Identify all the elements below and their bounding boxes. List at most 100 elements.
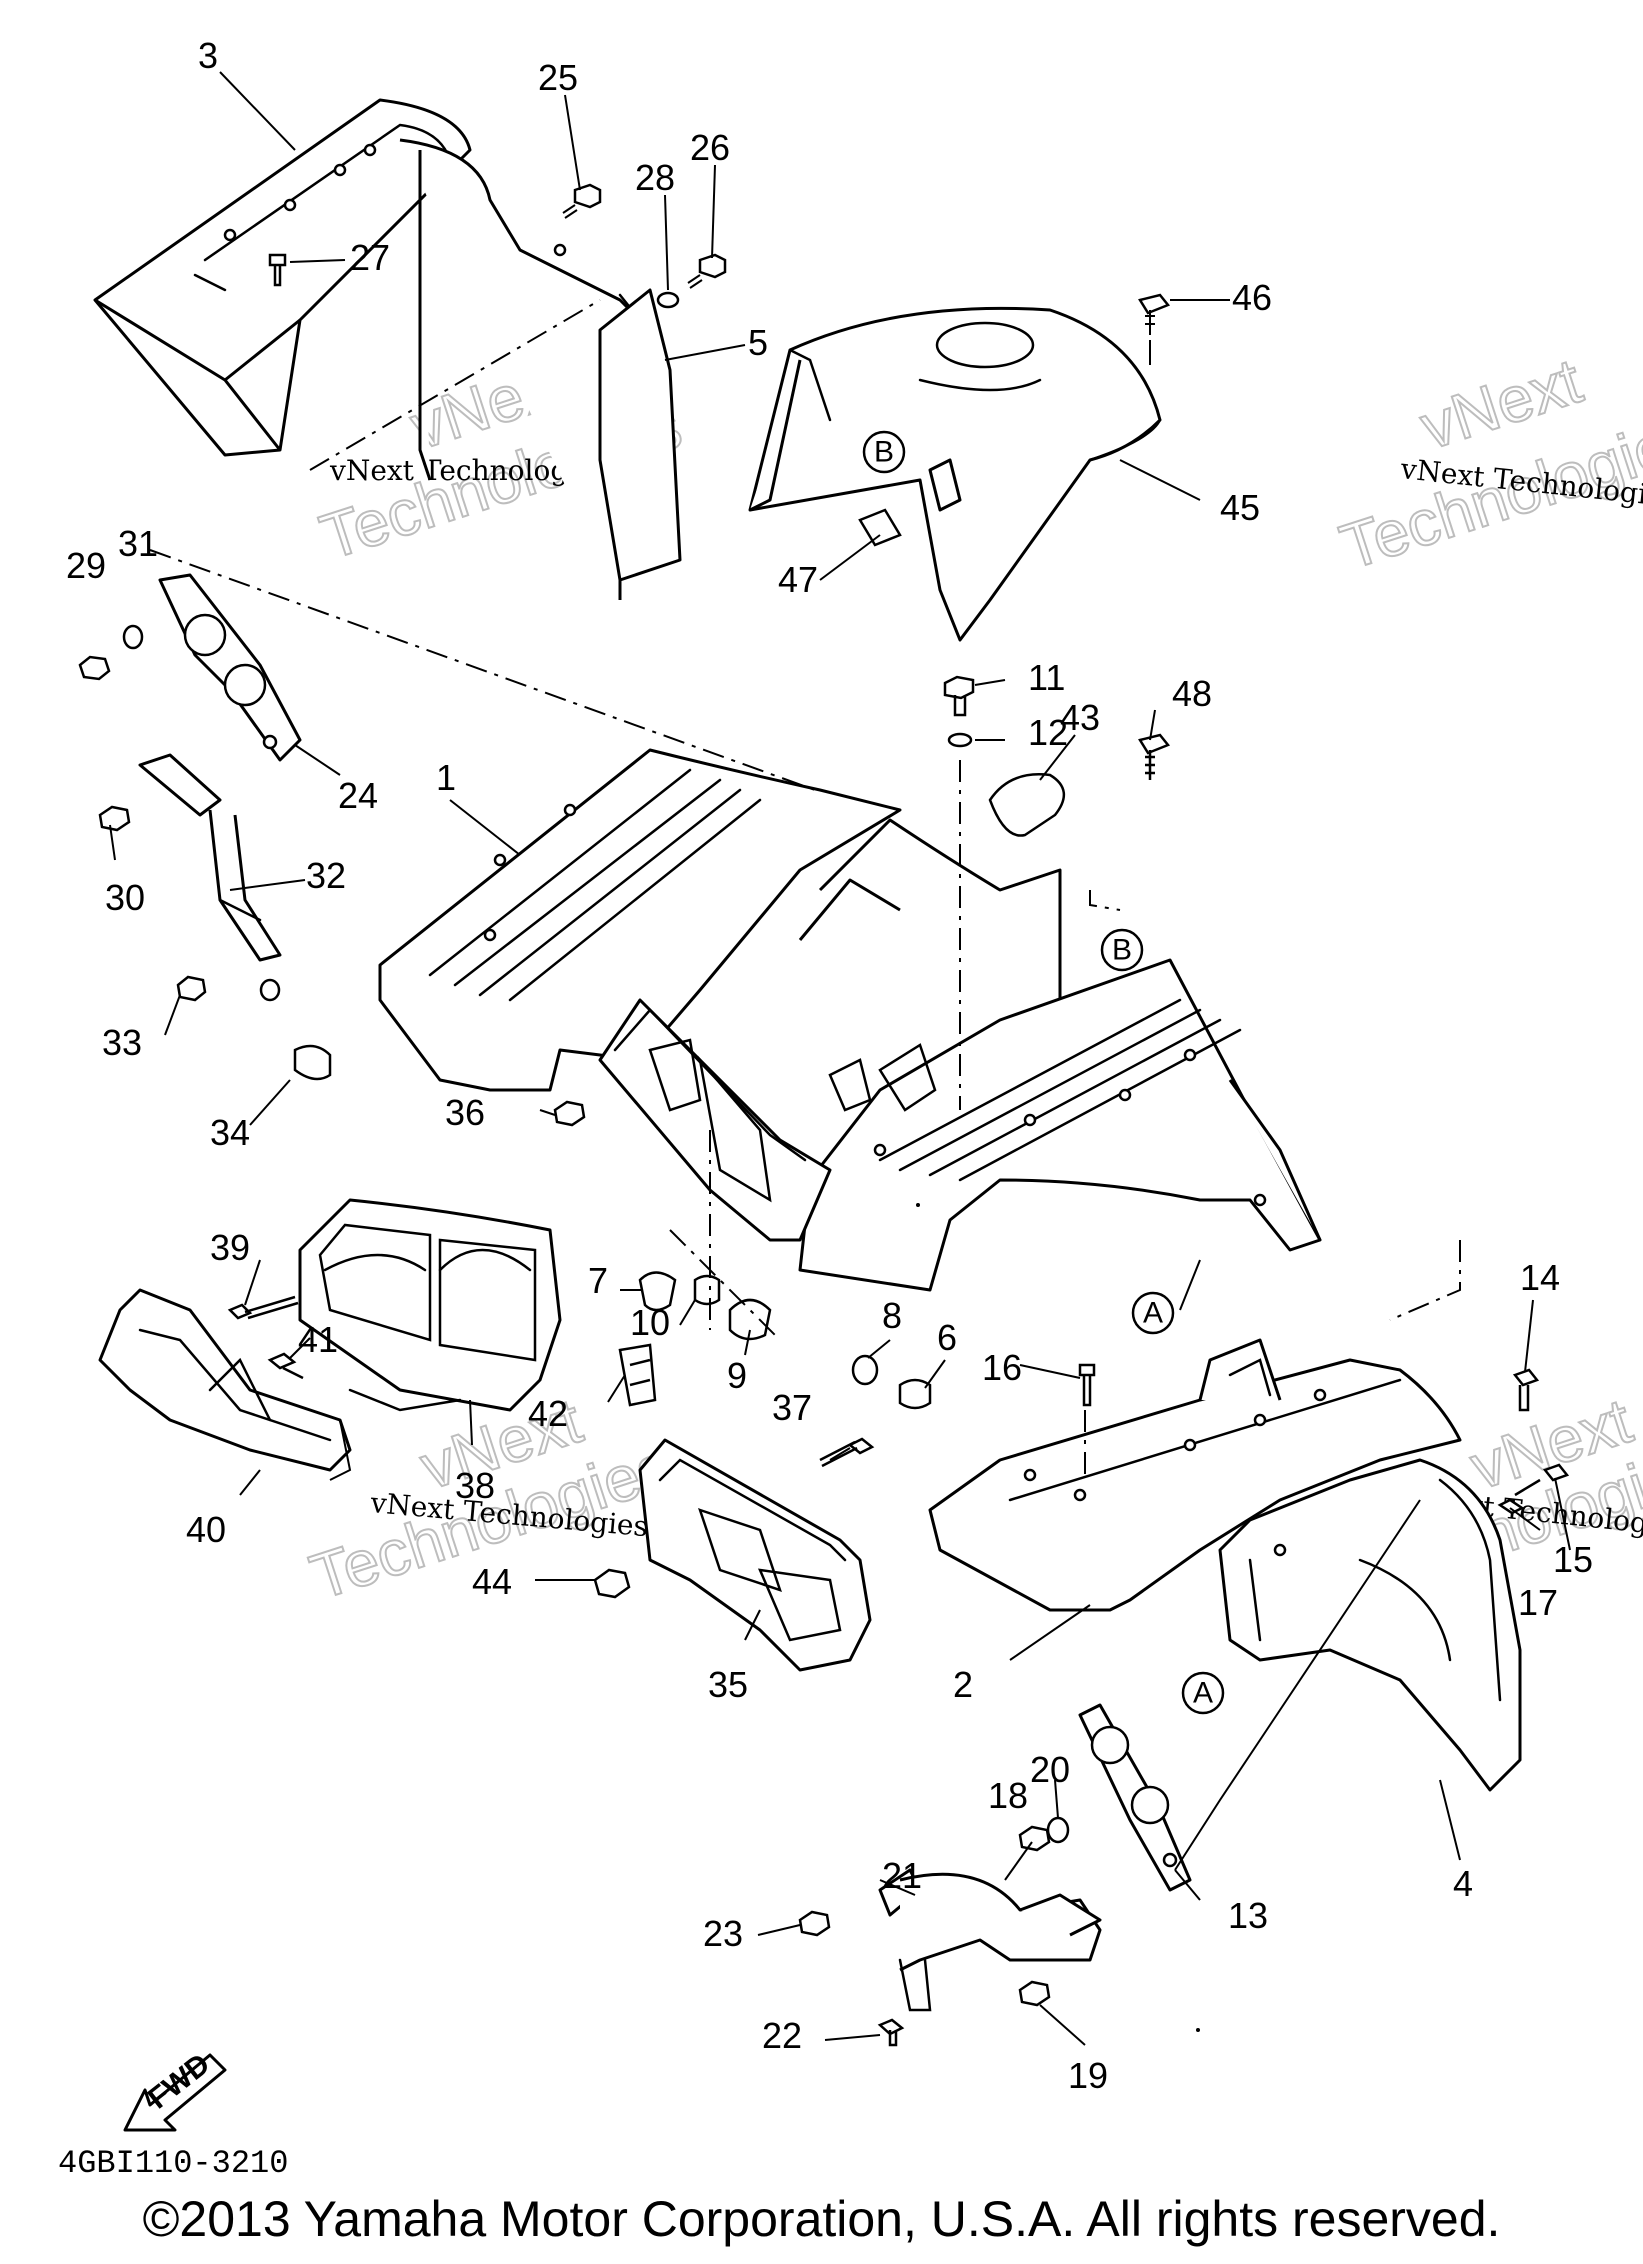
label-part-3: 3: [198, 35, 218, 76]
ref-marker-a-low: A: [1181, 1671, 1225, 1715]
label-part-45: 45: [1220, 487, 1260, 528]
part-44-nut: [593, 1568, 631, 1599]
part-34-cap: [293, 1044, 332, 1081]
part-3-rear-cover: [93, 98, 682, 600]
part-4-right-inner-fender: [1218, 1458, 1522, 1792]
label-part-42: 42: [528, 1393, 568, 1434]
part-9-grommet: [728, 1298, 772, 1341]
label-part-9: 9: [727, 1355, 747, 1396]
part-33-nut: [176, 975, 207, 1002]
diagram-code: 4GBI110-3210: [58, 2145, 288, 2182]
part-43-pad: [988, 773, 1065, 837]
label-part-10: 10: [630, 1302, 670, 1343]
label-part-21: 21: [882, 1855, 922, 1896]
label-part-37: 37: [772, 1387, 812, 1428]
copyright-notice: ©2013 Yamaha Motor Corporation, U.S.A. A…: [142, 2191, 1501, 2247]
label-part-2: 2: [953, 1664, 973, 1705]
part-11-bolt: [943, 675, 975, 717]
label-part-11: 11: [1028, 657, 1065, 698]
label-part-30: 30: [105, 877, 145, 918]
part-31-washer: [122, 624, 144, 650]
part-21-stay: [878, 1868, 1102, 2012]
label-part-16: 16: [982, 1347, 1022, 1388]
label-part-43: 43: [1060, 697, 1100, 738]
part-47-clip: [858, 508, 902, 547]
part-45-top-cover: [748, 306, 1162, 642]
part-42-bracket: [618, 1343, 657, 1407]
label-part-48: 48: [1172, 673, 1212, 714]
label-part-20: 20: [1030, 1749, 1070, 1790]
part-15-screw: [1514, 1463, 1570, 1497]
stray-dot: [916, 1203, 920, 1207]
label-part-40: 40: [186, 1509, 226, 1550]
part-20-washer: [1046, 1816, 1070, 1844]
stray-dot: [1196, 2028, 1200, 2032]
part-numbers: 3 25 26 28 27 5 46 45 47 29 31 11 12 43 …: [66, 35, 1593, 2096]
part-32-stay: [138, 753, 282, 1002]
part-17-clip: [1497, 1498, 1525, 1515]
part-7-collar: [638, 1271, 677, 1312]
label-part-1: 1: [436, 757, 456, 798]
label-part-19: 19: [1068, 2055, 1108, 2096]
part-35-lower-housing: [638, 1438, 872, 1672]
part-12-washer: [947, 732, 973, 748]
part-23-nut: [798, 1910, 831, 1937]
part-35-headlight-housing: [598, 998, 832, 1242]
svg-text:A: A: [1143, 1297, 1163, 1330]
part-13-right-bracket: [1078, 1703, 1192, 1892]
label-part-4: 4: [1453, 1863, 1473, 1904]
part-38-bezel: [298, 1198, 562, 1412]
part-39-bolt: [227, 1295, 299, 1320]
label-part-25: 25: [538, 57, 578, 98]
part-2-right-fender: [928, 1338, 1462, 1612]
leader-lines: [109, 71, 1571, 2046]
label-part-17: 17: [1518, 1582, 1558, 1623]
label-part-12: 12: [1028, 712, 1068, 753]
label-part-29: 29: [66, 545, 106, 586]
centre-lines: [149, 299, 1461, 1480]
label-part-18: 18: [988, 1775, 1028, 1816]
label-part-47: 47: [778, 559, 818, 600]
label-part-36: 36: [445, 1092, 485, 1133]
label-part-5: 5: [748, 322, 768, 363]
label-part-6: 6: [937, 1317, 957, 1358]
label-part-28: 28: [635, 157, 675, 198]
part-48-screw: [1138, 733, 1171, 780]
label-part-41: 41: [298, 1319, 338, 1360]
label-part-13: 13: [1228, 1895, 1268, 1936]
part-36-nut: [553, 1100, 586, 1127]
fasteners-top: [268, 183, 727, 309]
part-8-washer: [851, 1354, 879, 1386]
part-46-screw: [1138, 293, 1171, 365]
part-14-bolt: [1512, 1368, 1540, 1412]
part-37-bolt: [819, 1437, 875, 1468]
label-part-32: 32: [306, 855, 346, 896]
part-41-bolt: [267, 1352, 304, 1380]
part-30-nut: [98, 805, 131, 832]
ref-marker-a-mid: A: [1131, 1291, 1175, 1335]
part-18-nut: [1018, 1825, 1051, 1852]
label-part-24: 24: [338, 775, 378, 816]
label-part-26: 26: [690, 127, 730, 168]
label-part-39: 39: [210, 1227, 250, 1268]
label-part-14: 14: [1520, 1257, 1560, 1298]
part-10-spacer: [693, 1274, 721, 1306]
svg-text:B: B: [874, 436, 894, 469]
svg-text:A: A: [1193, 1677, 1213, 1710]
label-part-33: 33: [102, 1022, 142, 1063]
label-part-35: 35: [708, 1664, 748, 1705]
label-part-46: 46: [1232, 277, 1272, 318]
part-6-plug: [898, 1378, 932, 1410]
ref-marker-b-mid: B: [1100, 928, 1144, 972]
part-40-guard-bar: [98, 1288, 352, 1481]
svg-text:B: B: [1112, 934, 1132, 967]
label-part-15: 15: [1553, 1539, 1593, 1580]
part-1-front-fender: [378, 748, 1322, 1292]
label-part-8: 8: [882, 1295, 902, 1336]
label-part-23: 23: [703, 1913, 743, 1954]
label-part-34: 34: [210, 1112, 250, 1153]
part-22-bolt: [877, 2018, 905, 2047]
label-part-7: 7: [588, 1260, 608, 1301]
part-16-pin: [1078, 1363, 1096, 1407]
